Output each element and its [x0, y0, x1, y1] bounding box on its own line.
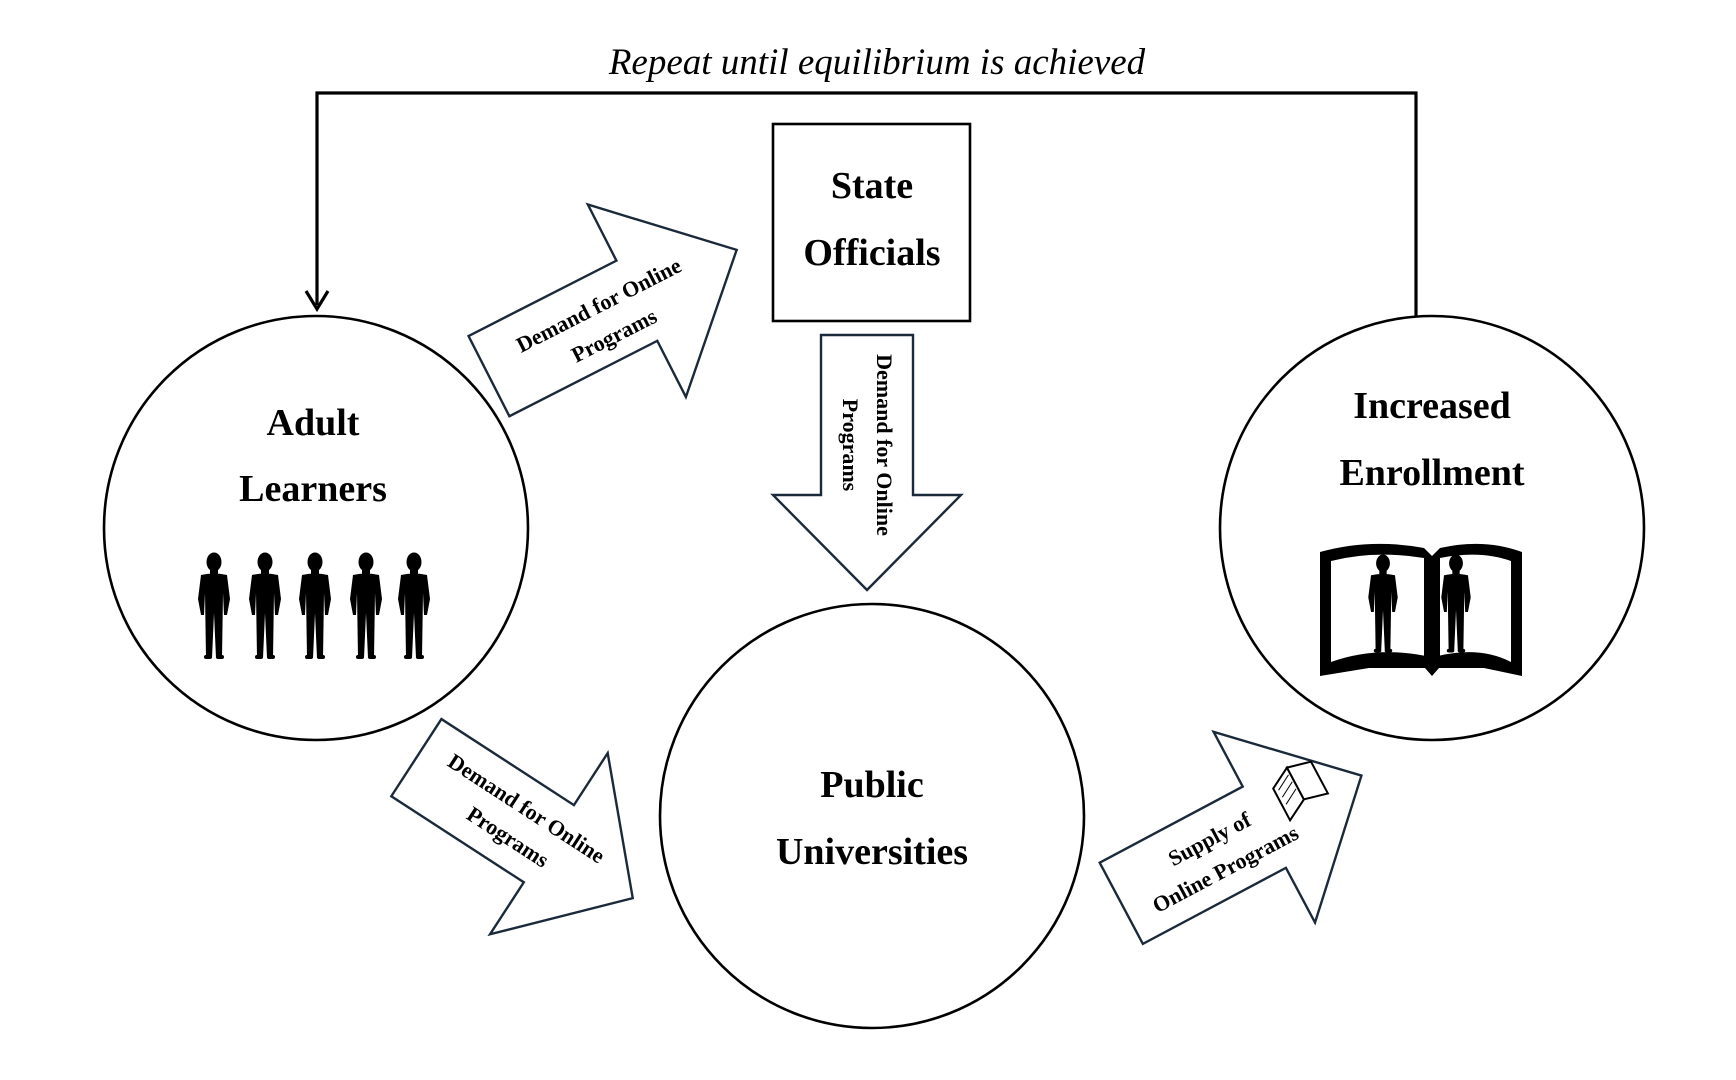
state-officials-line1: State	[831, 165, 913, 207]
loop-arrowhead	[304, 290, 330, 313]
arrow-officials-to-universities-line1: Demand for Online	[872, 354, 897, 536]
public-universities-node: Public Universities	[658, 602, 1086, 1030]
open-book-icon	[1320, 543, 1522, 676]
small-book-icon	[1272, 760, 1330, 823]
increased-enrollment-circle	[1218, 314, 1646, 742]
arrow-officials-to-universities-shape	[770, 333, 964, 592]
state-officials-line2: Officials	[803, 232, 940, 274]
increased-enrollment-node: Increased Enrollment	[1218, 314, 1646, 742]
arrow-universities-to-enrollment: Supply of Online Programs	[1098, 729, 1363, 946]
public-universities-line1: Public	[820, 764, 923, 806]
public-universities-circle	[658, 602, 1086, 1030]
increased-enrollment-line2: Enrollment	[1339, 452, 1524, 494]
loop-label: Repeat until equilibrium is achieved	[608, 42, 1146, 83]
arrow-officials-to-universities-line2: Programs	[838, 399, 863, 492]
adult-learners-node: Adult Learners	[102, 314, 530, 742]
arrow-learners-to-universities-shape	[389, 717, 635, 937]
arrow-officials-to-universities: Demand for Online Programs	[770, 333, 964, 592]
feedback-loop: Repeat until equilibrium is achieved	[304, 42, 1418, 318]
adult-learners-circle	[102, 314, 530, 742]
loop-connector	[315, 91, 1418, 318]
adult-learners-line2: Learners	[239, 468, 387, 510]
adult-learners-line1: Adult	[267, 402, 360, 444]
state-officials-node: State Officials	[771, 122, 972, 323]
arrow-learners-to-officials-shape	[466, 202, 739, 418]
state-officials-box	[771, 122, 972, 323]
arrow-learners-to-officials: Demand for Online Programs	[466, 202, 739, 418]
increased-enrollment-line1: Increased	[1353, 385, 1511, 427]
public-universities-line2: Universities	[776, 831, 968, 873]
